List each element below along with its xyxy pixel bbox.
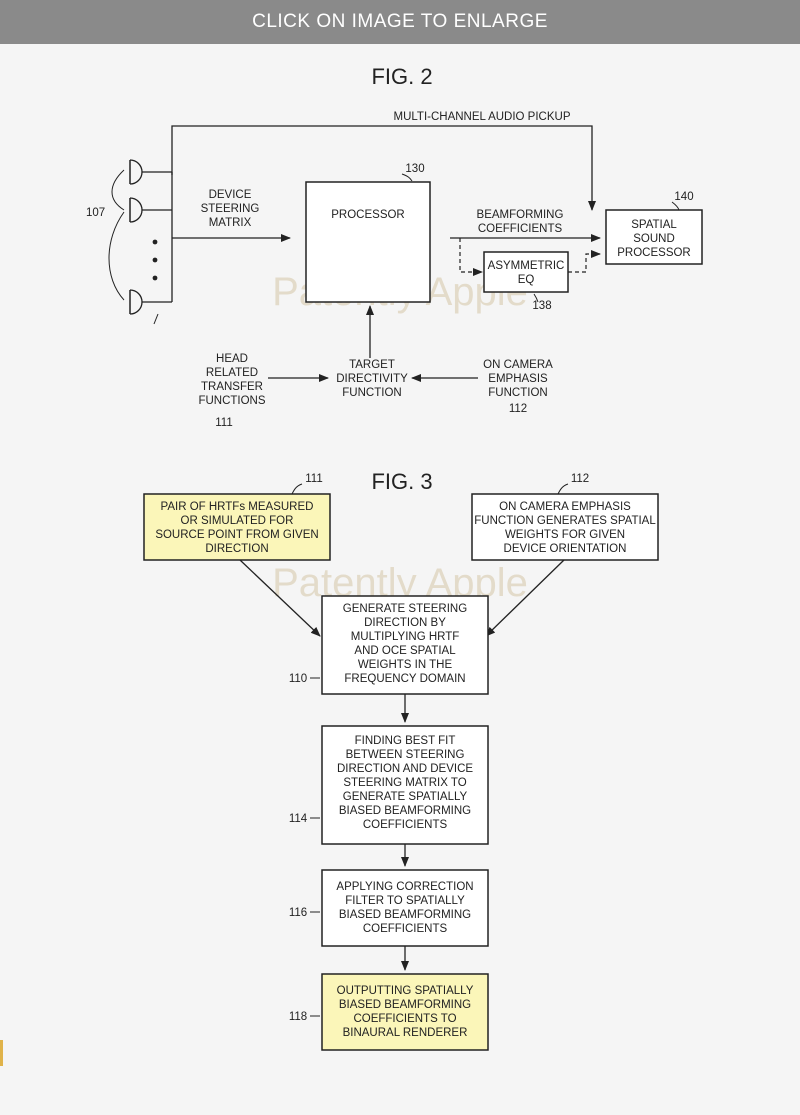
beam-line-2: COEFFICIENTS: [478, 223, 563, 235]
eq-ref: 138: [532, 300, 551, 312]
box114-ref: 114: [289, 813, 308, 825]
target-line-2: DIRECTIVITY: [336, 373, 408, 385]
mic-ref-107: 107: [86, 207, 105, 219]
box114-line-6: BIASED BEAMFORMING: [339, 805, 471, 817]
eq-dashed-out: [568, 250, 601, 273]
eq-line-1: ASYMMETRIC: [488, 260, 565, 272]
steer-line-3: MATRIX: [209, 217, 252, 229]
box118-line-4: BINAURAL RENDERER: [343, 1027, 468, 1039]
box111-line-1: PAIR OF HRTFs MEASURED: [161, 501, 314, 513]
box116-line-4: COEFFICIENTS: [363, 923, 448, 935]
box110-ref: 110: [289, 673, 307, 685]
ssp-line-1: SPATIAL: [631, 219, 677, 231]
microphone-array: [108, 159, 173, 325]
ssp-line-2: SOUND: [633, 233, 675, 245]
box116-line-3: BIASED BEAMFORMING: [339, 909, 471, 921]
box114-line-1: FINDING BEST FIT: [355, 735, 456, 747]
box114-line-4: STEERING MATRIX TO: [343, 777, 466, 789]
hrtf-ref: 111: [215, 417, 232, 429]
box-116-correction-filter: [321, 869, 489, 947]
box110-line-3: MULTIPLYING HRTF: [351, 631, 460, 643]
ssp-ref: 140: [674, 191, 693, 203]
target-line-3: FUNCTION: [342, 387, 401, 399]
box112-line-4: DEVICE ORIENTATION: [504, 543, 627, 555]
box118-line-2: BIASED BEAMFORMING: [339, 999, 471, 1011]
pickup-label: MULTI-CHANNEL AUDIO PICKUP: [394, 111, 571, 123]
box110-line-4: AND OCE SPATIAL: [354, 645, 456, 657]
box111-line-2: OR SIMULATED FOR: [181, 515, 294, 527]
beam-line-1: BEAMFORMING: [477, 209, 564, 221]
box111-ref: 111: [305, 473, 322, 485]
processor-label: PROCESSOR: [331, 209, 405, 221]
oce-line-1: ON CAMERA: [483, 359, 553, 371]
box118-ref: 118: [289, 1011, 307, 1023]
left-edge-mark: [0, 1040, 3, 1066]
box114-line-7: COEFFICIENTS: [363, 819, 448, 831]
hrtf-line-1: HEAD: [216, 353, 248, 365]
box118-line-1: OUTPUTTING SPATIALLY: [337, 985, 474, 997]
click-to-enlarge-banner[interactable]: CLICK ON IMAGE TO ENLARGE: [0, 0, 800, 44]
processor-ref: 130: [405, 163, 424, 175]
spatial-sound-processor-box: [605, 209, 703, 265]
oce-ref: 112: [509, 403, 527, 415]
target-line-1: TARGET: [349, 359, 395, 371]
patent-figure-image[interactable]: FIG. 2 Patently Apple MULTI-CHANNEL AUDI…: [0, 44, 800, 1115]
hrtf-line-2: RELATED: [206, 367, 258, 379]
box-118-output: [321, 973, 489, 1051]
box114-line-2: BETWEEN STEERING: [346, 749, 465, 761]
eq-line-2: EQ: [518, 274, 535, 286]
box114-line-5: GENERATE SPATIALLY: [343, 791, 468, 803]
arrow-111-to-110: [239, 559, 321, 637]
eq-dashed-in: [459, 238, 483, 276]
hrtf-line-4: FUNCTIONS: [198, 395, 265, 407]
box116-line-2: FILTER TO SPATIALLY: [345, 895, 465, 907]
box-114-best-fit: [321, 725, 489, 845]
asymmetric-eq-box: [483, 251, 569, 293]
box110-line-2: DIRECTION BY: [364, 617, 446, 629]
ssp-line-3: PROCESSOR: [617, 247, 691, 259]
box118-line-3: COEFFICIENTS TO: [353, 1013, 456, 1025]
box111-line-4: DIRECTION: [205, 543, 268, 555]
box112-line-2: FUNCTION GENERATES SPATIAL: [474, 515, 656, 527]
box-112-oce-weights: [471, 493, 659, 561]
oce-line-3: FUNCTION: [488, 387, 547, 399]
hrtf-line-3: TRANSFER: [201, 381, 263, 393]
box112-ref: 112: [571, 473, 589, 485]
box-110-steering-direction: [321, 595, 489, 695]
box112-line-1: ON CAMERA EMPHASIS: [499, 501, 631, 513]
box114-line-3: DIRECTION AND DEVICE: [337, 763, 473, 775]
box110-line-6: FREQUENCY DOMAIN: [344, 673, 465, 685]
oce-line-2: EMPHASIS: [488, 373, 548, 385]
steer-line-2: STEERING: [201, 203, 260, 215]
arrow-112-to-110: [485, 559, 565, 637]
box116-line-1: APPLYING CORRECTION: [336, 881, 473, 893]
box-111-hrtf-pair: [143, 493, 331, 561]
box110-line-1: GENERATE STEERING: [343, 603, 467, 615]
steer-line-1: DEVICE: [209, 189, 252, 201]
processor-box: [305, 181, 431, 303]
pickup-connector: [171, 125, 596, 211]
box110-line-5: WEIGHTS IN THE: [358, 659, 453, 671]
box112-line-3: WEIGHTS FOR GIVEN: [505, 529, 625, 541]
fig3-title: FIG. 3: [371, 469, 432, 494]
patent-diagram: FIG. 2 Patently Apple MULTI-CHANNEL AUDI…: [86, 64, 703, 1051]
fig2-title: FIG. 2: [371, 64, 432, 89]
box116-ref: 116: [289, 907, 307, 919]
box111-line-3: SOURCE POINT FROM GIVEN: [155, 529, 318, 541]
